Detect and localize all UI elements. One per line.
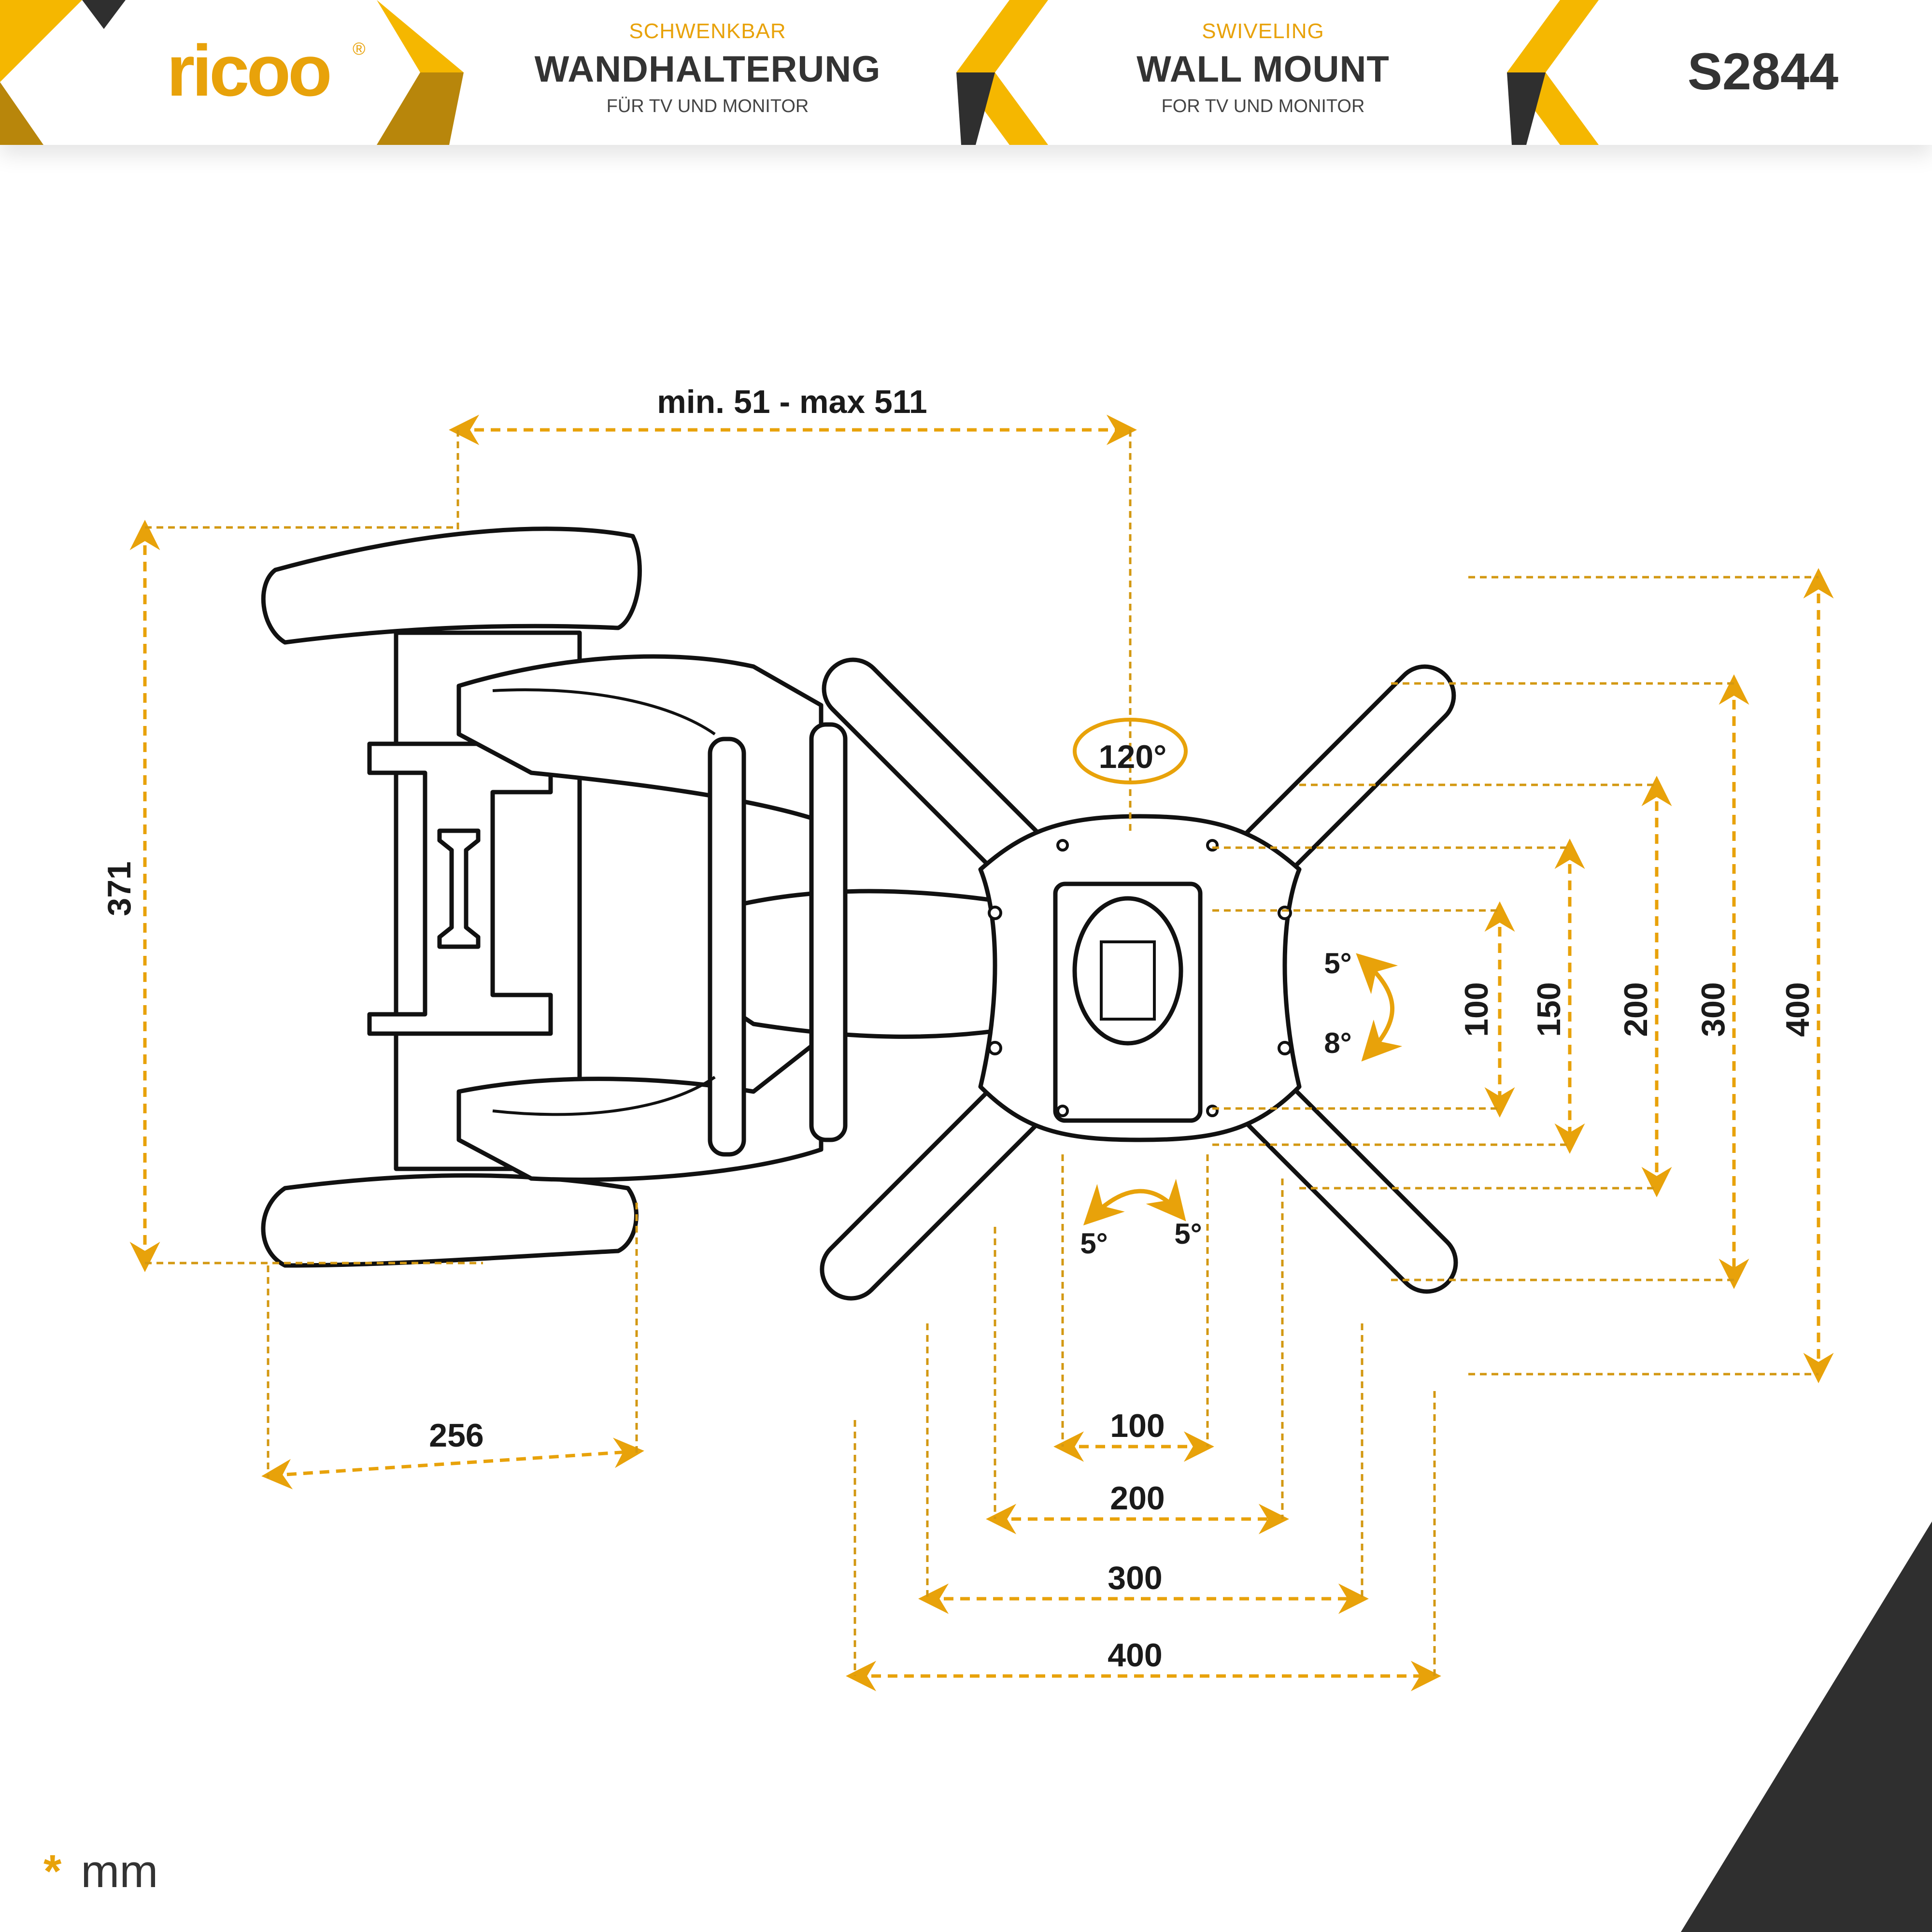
label-rotate-right: 5° [1174, 1218, 1202, 1250]
unit-note: * mm [43, 1845, 158, 1898]
label-swivel-angle: 120° [1099, 739, 1167, 775]
vesa-hole [988, 906, 1002, 920]
vesa-hole [988, 1041, 1002, 1055]
header-title-english: WALL MOUNT [1136, 49, 1390, 90]
arm-hinge-left [708, 737, 746, 1157]
header-decor-shape [0, 82, 43, 145]
label-vesa-v-200: 200 [1618, 982, 1654, 1037]
label-vesa-h-200: 200 [1110, 1480, 1165, 1517]
label-vesa-v-150: 150 [1531, 982, 1567, 1037]
tilt-arc [1356, 953, 1403, 1062]
label-vesa-h-300: 300 [1108, 1560, 1162, 1596]
vesa-hole [1278, 1041, 1292, 1055]
label-wall-plate-width: 256 [429, 1417, 483, 1454]
header-small-english: SWIVELING [1202, 19, 1324, 43]
header-decor-shape [377, 72, 464, 145]
label-tilt-down: 8° [1324, 1027, 1351, 1059]
vesa-hole [1278, 906, 1292, 920]
wall-plate-slot [437, 828, 481, 949]
brand-logo: ricoo [167, 30, 332, 111]
rotation-arc [1083, 1179, 1186, 1226]
model-number: S2844 [1687, 42, 1839, 100]
header-banner: ricoo ® SCHWENKBAR WANDHALTERUNG FÜR TV … [0, 0, 1932, 145]
header-subtitle-english: FOR TV UND MONITOR [1161, 96, 1365, 116]
label-vesa-v-400: 400 [1779, 982, 1816, 1037]
swivel-arc [1073, 718, 1188, 784]
vesa-center-bracket [1100, 940, 1156, 1021]
unit-label: mm [81, 1846, 158, 1897]
arm-hinge-right [809, 722, 848, 1142]
header-block-german: SCHWENKBAR WANDHALTERUNG FÜR TV UND MONI… [490, 19, 925, 117]
label-vesa-v-100: 100 [1458, 982, 1495, 1037]
bottom-cover [261, 1173, 639, 1268]
header-small-german: SCHWENKBAR [629, 19, 786, 43]
vesa-plate [820, 657, 1458, 1301]
label-height: 371 [101, 861, 138, 916]
header-decor [0, 0, 1599, 145]
label-tilt-up: 5° [1324, 947, 1351, 980]
vesa-hole [1056, 839, 1069, 852]
header-decor-shape [82, 0, 126, 29]
registered-mark: ® [353, 39, 366, 58]
corner-decoration [1681, 1521, 1932, 1932]
arm-detail-line [492, 688, 716, 736]
vesa-hole [1056, 1105, 1069, 1117]
header-decor-shape [1507, 72, 1546, 145]
label-extension: min. 51 - max 511 [657, 384, 927, 420]
header-decor-shape [0, 0, 82, 82]
dimension-lines [129, 414, 1834, 1691]
arm-detail-line [492, 1076, 716, 1116]
label-rotate-left: 5° [1080, 1227, 1108, 1260]
vesa-center-opening [1072, 896, 1183, 1046]
header-title-german: WANDHALTERUNG [534, 49, 881, 90]
top-cover [261, 526, 642, 645]
label-vesa-h-100: 100 [1110, 1407, 1165, 1444]
header-subtitle-german: FÜR TV UND MONITOR [606, 96, 809, 116]
wall-mount-arm [261, 526, 1041, 1268]
dimension-labels: min. 51 - max 511 371 256 120° 5° 8° 5° … [101, 384, 1816, 1674]
unit-marker: * [43, 1846, 62, 1897]
label-vesa-h-400: 400 [1108, 1637, 1162, 1674]
header-block-english: SWIVELING WALL MOUNT FOR TV UND MONITOR [1046, 19, 1480, 117]
dim-wall-plate-line [261, 1437, 644, 1490]
header-decor-shape [956, 72, 995, 145]
label-vesa-v-300: 300 [1695, 982, 1732, 1037]
